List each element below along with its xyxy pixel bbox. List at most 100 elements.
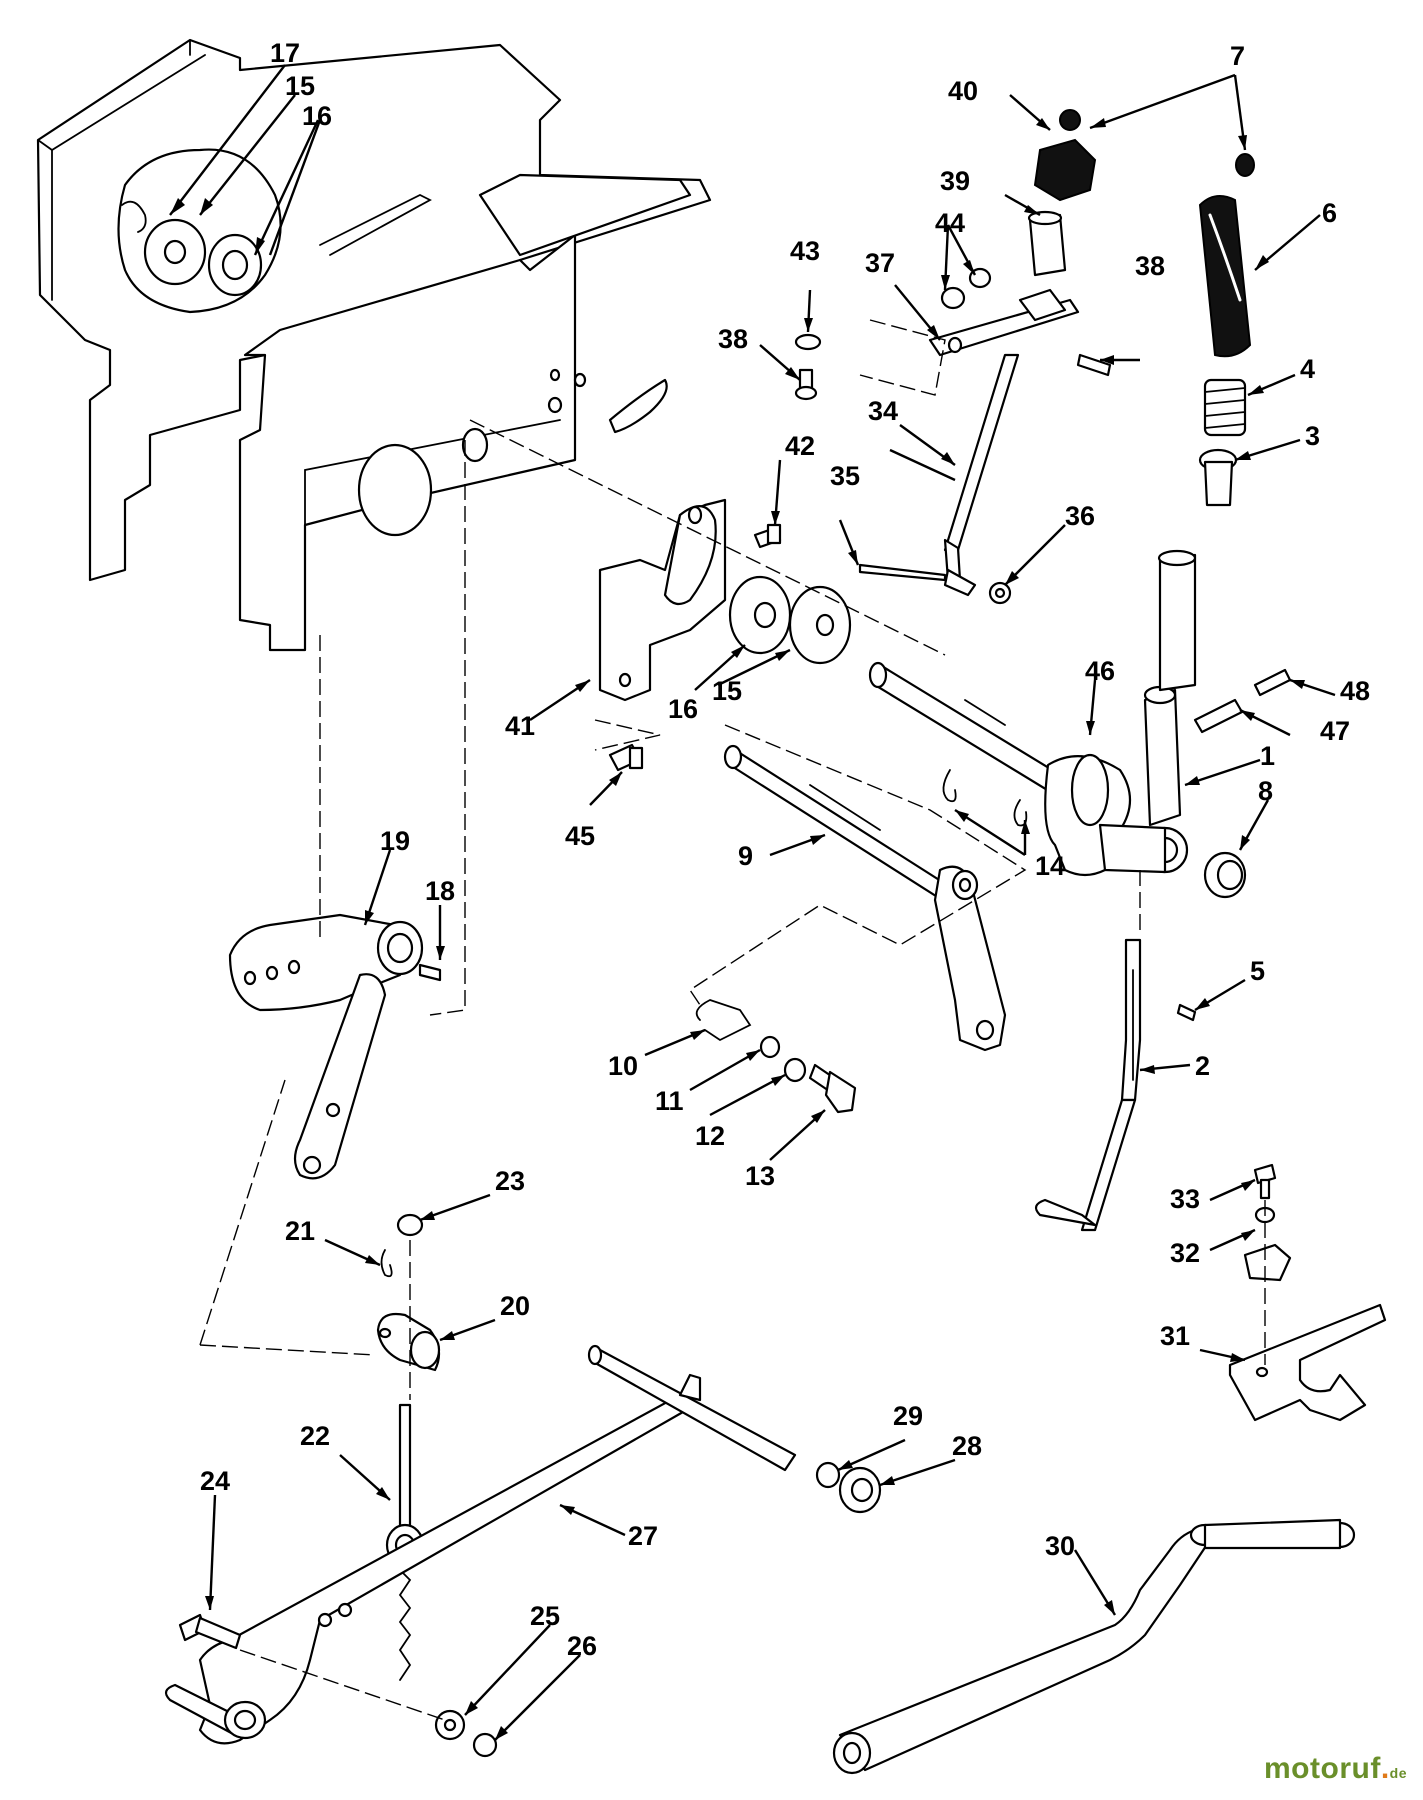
bracket-31 [1228,1303,1387,1422]
callout-35: 35 [830,461,860,491]
bolt-24 [178,1613,242,1650]
bolt-45 [608,743,644,772]
lift-bar-27 [164,1344,797,1745]
cap-8 [1203,851,1247,899]
callout-36: 36 [1065,501,1095,531]
pin-5 [1176,1003,1197,1022]
knob-6 [1198,153,1255,358]
callout-18: 18 [425,876,455,906]
callout-2: 2 [1195,1051,1210,1081]
callout-25: 25 [530,1601,560,1631]
callout-33: 33 [1170,1184,1200,1214]
bushing-28 [838,1466,882,1514]
callout-21: 21 [285,1216,315,1246]
knob-40 [1033,109,1097,202]
callout-20: 20 [500,1291,530,1321]
clamp-32 [1243,1206,1292,1282]
callout-37: 37 [865,248,895,278]
bracket-41 [598,498,727,702]
pin-35 [858,563,947,582]
bolt-13 [808,1063,857,1114]
pin-18 [418,963,442,982]
pins-47-48 [1193,668,1292,734]
callout-43: 43 [790,236,820,266]
callout-10: 10 [608,1051,638,1081]
callout-45: 45 [565,821,595,851]
assembly-lines [199,319,1266,1721]
callout-8: 8 [1258,776,1273,806]
washer-12 [783,1057,807,1083]
washer-43-bolt-38 [794,333,1112,401]
callout-11: 11 [655,1086,684,1116]
callout-38-right: 38 [1135,251,1165,281]
washer-15 [788,585,852,665]
callout-16-frame: 16 [302,101,332,131]
bolt-42 [753,523,782,549]
callout-23: 23 [495,1166,525,1196]
rod-34 [943,353,1020,597]
leader-arrows [169,64,1336,1741]
callout-28: 28 [952,1431,982,1461]
rod-2 [1034,938,1142,1232]
link-10 [695,999,752,1042]
callout-47: 47 [1320,716,1350,746]
washer-36 [988,581,1012,605]
callout-12: 12 [695,1121,725,1151]
callout-38-left: 38 [718,324,748,354]
callout-3: 3 [1305,421,1320,451]
callout-14: 14 [1035,851,1065,881]
callout-39: 39 [940,166,970,196]
washer-25-nut-26 [434,1709,498,1758]
shaft-9 [723,744,1007,1052]
spring-4 [1203,378,1247,437]
watermark-suffix: de [1389,1765,1407,1781]
callout-29: 29 [893,1401,923,1431]
callout-27: 27 [628,1521,658,1551]
nuts-44 [940,267,992,310]
watermark-dot: . [1380,1752,1390,1785]
block-20 [376,1312,441,1372]
watermark: motoruf.de [1264,1752,1407,1786]
cotter-pins-14 [942,769,1028,827]
callout-42: 42 [785,431,815,461]
callout-15-mid: 15 [712,676,742,706]
callout-26: 26 [567,1631,597,1661]
tube-lever-upper [1157,549,1197,692]
callout-46: 46 [1085,656,1115,686]
washer-29 [815,1461,841,1489]
callout-22: 22 [300,1421,330,1451]
spacer-39 [1027,210,1067,277]
callout-1: 1 [1260,741,1275,771]
washer-16 [728,575,792,655]
callout-17: 17 [270,38,300,68]
callout-9: 9 [738,841,753,871]
callout-16-mid: 16 [668,694,698,724]
lever-1 [1044,685,1189,877]
callout-44: 44 [935,208,965,238]
callout-19: 19 [380,826,410,856]
callout-4: 4 [1300,354,1315,384]
callout-48: 48 [1340,676,1370,706]
callout-5: 5 [1250,956,1265,986]
collar-3 [1198,448,1238,507]
callout-34: 34 [868,396,898,426]
nut-23 [396,1213,424,1237]
callout-40: 40 [948,76,978,106]
callout-labels: 17 15 16 7 40 39 6 44 37 43 38 38 34 4 3… [200,38,1370,1661]
callout-15-frame: 15 [285,71,315,101]
watermark-brand: motoruf [1264,1752,1381,1785]
callout-31: 31 [1160,1321,1190,1351]
washer-11 [759,1035,781,1059]
callout-24: 24 [200,1466,230,1496]
callout-32: 32 [1170,1238,1200,1268]
arm-19 [228,913,424,1180]
callout-13: 13 [745,1161,775,1191]
frame-assembly [36,38,712,652]
callout-6: 6 [1322,198,1337,228]
bracket-37 [928,288,1080,357]
handle-30 [832,1518,1356,1775]
bolt-33 [1253,1163,1277,1200]
callout-30: 30 [1045,1531,1075,1561]
pin-21 [380,1249,393,1278]
